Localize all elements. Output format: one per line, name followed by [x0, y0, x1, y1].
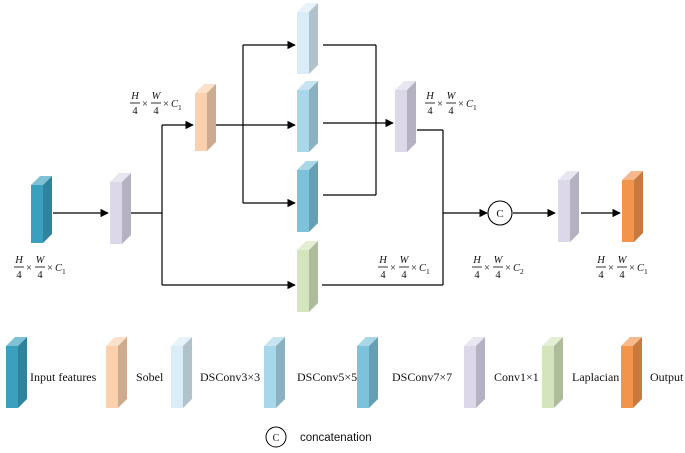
concat-symbol: C — [496, 208, 503, 220]
dim-channel-sub: 1 — [62, 267, 66, 276]
legend-label-input: Input features — [30, 370, 97, 384]
dim-times: × — [505, 263, 511, 274]
dim-numerator: W — [618, 255, 628, 266]
legend-swatch-dsconv3 — [171, 337, 192, 408]
dim-numerator: W — [152, 91, 162, 102]
legend-swatch-laplacian — [542, 337, 563, 408]
legend-label-laplacian: Laplacian — [572, 370, 619, 384]
dim-denominator: 4 — [37, 270, 43, 281]
legend-item-dsconv3: DSConv3×3 — [171, 337, 260, 408]
legend-item-input: Input features — [6, 337, 97, 408]
legend-swatch-output — [621, 337, 642, 408]
legend-label-output: Output — [650, 370, 684, 384]
dim-times: × — [142, 99, 148, 110]
dim-times: × — [163, 99, 169, 110]
dim-times: × — [47, 263, 53, 274]
legend-item-conv1: Conv1×1 — [464, 337, 539, 408]
dim-channel-sub: 1 — [473, 103, 477, 112]
dim-channel-sub: 1 — [426, 267, 430, 276]
legend-swatch-dsconv5 — [264, 337, 285, 408]
dim-denominator: 4 — [495, 270, 501, 281]
dim-numerator: H — [130, 91, 140, 102]
dim-times: × — [608, 263, 614, 274]
legend-item-sobel: Sobel — [106, 337, 164, 408]
dim-numerator: H — [596, 255, 606, 266]
dim-channel: C — [55, 263, 63, 274]
dim-times: × — [390, 263, 396, 274]
dim-channel: C — [637, 263, 645, 274]
legend-swatch-input — [6, 337, 27, 408]
blocks — [31, 3, 643, 312]
block-conv1x1-top — [395, 81, 416, 152]
legend-concatenation: C concatenation — [265, 426, 372, 448]
legend-concat-symbol: C — [273, 433, 280, 444]
dim-numerator: W — [494, 255, 504, 266]
dim-denominator: 4 — [16, 270, 22, 281]
dim-denominator: 4 — [153, 106, 159, 117]
block-input-features — [31, 176, 52, 243]
dim-times: × — [26, 263, 32, 274]
dim-numerator: H — [472, 255, 482, 266]
dim-channel-sub: 2 — [520, 267, 524, 276]
dim-numerator: W — [447, 91, 457, 102]
dim-numerator: H — [14, 255, 24, 266]
legend-swatch-conv1 — [464, 337, 485, 408]
block-sobel — [195, 84, 216, 151]
block-conv1x1-left — [110, 173, 131, 244]
block-laplacian — [297, 241, 318, 312]
dim-numerator: W — [400, 255, 410, 266]
block-conv1x1-right — [558, 171, 579, 242]
dim-channel: C — [513, 263, 521, 274]
legend-item-dsconv5: DSConv5×5 — [264, 337, 357, 408]
dim-denominator: 4 — [132, 106, 138, 117]
block-dsconv5x5 — [297, 81, 318, 152]
legend-item-dsconv7: DSConv7×7 — [357, 337, 452, 408]
legend-label-conv1: Conv1×1 — [494, 370, 539, 384]
dim-times: × — [484, 263, 490, 274]
legend-label-dsconv3: DSConv3×3 — [200, 370, 260, 384]
dim-times: × — [629, 263, 635, 274]
dim-denominator: 4 — [598, 270, 604, 281]
dim-times: × — [437, 99, 443, 110]
dim-channel-sub: 1 — [644, 267, 648, 276]
dim-times: × — [458, 99, 464, 110]
legend-concat-label: concatenation — [300, 432, 372, 444]
block-dsconv3x3 — [297, 3, 318, 74]
block-dsconv7x7 — [297, 161, 318, 232]
concat-node: C — [487, 200, 513, 226]
legend: Input features Sobel DSConv3×3 DSConv5×5 DSC… — [6, 337, 684, 408]
legend-label-dsconv5: DSConv5×5 — [297, 370, 357, 384]
legend-swatch-sobel — [106, 337, 127, 408]
connections — [53, 40, 621, 290]
dim-numerator: H — [378, 255, 388, 266]
dim-denominator: 4 — [380, 270, 386, 281]
dim-times: × — [411, 263, 417, 274]
dim-numerator: W — [36, 255, 46, 266]
dim-channel-sub: 1 — [178, 103, 182, 112]
dim-channel: C — [419, 263, 427, 274]
legend-item-output: Output — [621, 337, 684, 408]
legend-label-dsconv7: DSConv7×7 — [392, 370, 452, 384]
dim-denominator: 4 — [401, 270, 407, 281]
dim-channel: C — [466, 99, 474, 110]
legend-label-sobel: Sobel — [136, 370, 164, 384]
dim-denominator: 4 — [448, 106, 454, 117]
dim-denominator: 4 — [427, 106, 433, 117]
legend-swatch-dsconv7 — [357, 337, 378, 408]
dim-channel: C — [171, 99, 179, 110]
legend-item-laplacian: Laplacian — [542, 337, 619, 408]
dim-denominator: 4 — [619, 270, 625, 281]
dim-numerator: H — [425, 91, 435, 102]
dim-denominator: 4 — [474, 270, 480, 281]
block-output — [622, 171, 643, 242]
